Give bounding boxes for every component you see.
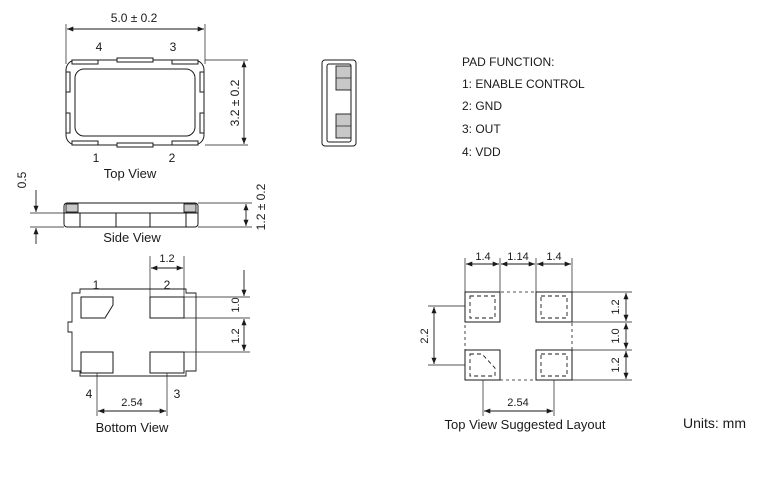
- side-view-title: Side View: [103, 230, 161, 245]
- bottom-pad-2: [149, 296, 185, 319]
- bottom-pad-4: [80, 351, 114, 374]
- bottom-view: 1 2 4 3 1.2 1.0 1.2 2.54 Bottom View: [67, 253, 250, 435]
- pad-function-item-2: 2: GND: [462, 99, 502, 113]
- layout-view-title: Top View Suggested Layout: [445, 417, 606, 432]
- pad-function-item-4: 4: VDD: [462, 145, 501, 159]
- pad-function-item-1: 1: ENABLE CONTROL: [462, 77, 585, 91]
- bottom-view-pin-3: 3: [174, 387, 181, 401]
- units-label: Units: mm: [683, 415, 746, 431]
- end-view: [321, 59, 357, 147]
- layout-right-dim-top: 1.2: [610, 299, 622, 314]
- suggested-layout-view: 1.4 1.14 1.4 2.2 1.2 1.0 1.2: [419, 251, 632, 432]
- top-view-height-dim: 3.2 ± 0.2: [228, 79, 242, 126]
- bottom-view-title: Bottom View: [96, 420, 169, 435]
- top-view: 5.0 ± 0.2 4 3 1 2 Top View 3.2 ± 0.2: [65, 11, 248, 181]
- bottom-pad-1: [80, 296, 114, 319]
- top-view-title: Top View: [104, 166, 157, 181]
- bottom-view-pad-height-dim: 1.0: [230, 297, 242, 312]
- bottom-view-pin-1: 1: [93, 278, 100, 292]
- pad-function-heading: PAD FUNCTION:: [462, 55, 554, 69]
- bottom-view-pitch-dim: 2.54: [121, 397, 142, 409]
- bottom-pad-3: [149, 351, 185, 374]
- top-view-pin-1: 1: [93, 151, 100, 165]
- bottom-view-gap-dim: 1.2: [230, 328, 242, 343]
- side-view-height-dim: 1.2 ± 0.2: [254, 183, 268, 230]
- bottom-view-pin-4: 4: [86, 387, 93, 401]
- layout-top-dim-right: 1.4: [546, 251, 561, 263]
- side-view-thickness-dim: 0.5: [15, 171, 29, 188]
- bottom-view-pin-2: 2: [164, 278, 171, 292]
- layout-pitch-dim: 2.54: [507, 397, 528, 409]
- top-view-width-dim: 5.0 ± 0.2: [111, 11, 158, 25]
- top-view-pin-2: 2: [169, 151, 176, 165]
- layout-top-dim-middle: 1.14: [507, 251, 528, 263]
- pad-function-list: PAD FUNCTION: 1: ENABLE CONTROL 2: GND 3…: [462, 55, 585, 159]
- side-view: 0.5 1.2 ± 0.2 Side View: [15, 171, 268, 245]
- pad-function-item-3: 3: OUT: [462, 122, 501, 136]
- bottom-view-pad-width-dim: 1.2: [159, 253, 174, 265]
- layout-right-dim-bottom: 1.2: [610, 357, 622, 372]
- layout-right-dim-middle: 1.0: [610, 328, 622, 343]
- layout-left-dim: 2.2: [419, 328, 431, 343]
- layout-top-dim-left: 1.4: [475, 251, 490, 263]
- top-view-pin-4: 4: [96, 40, 103, 54]
- top-view-pin-3: 3: [170, 40, 177, 54]
